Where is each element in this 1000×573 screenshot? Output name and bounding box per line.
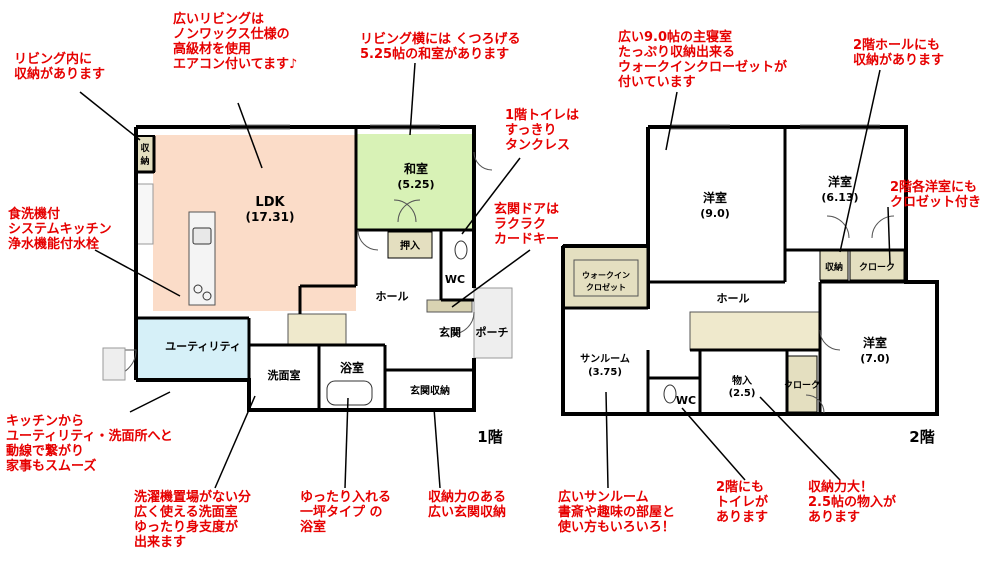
note-storage2: 収納力大！ 2.5帖の物入が あります [808, 480, 897, 525]
callout-lines [79, 62, 891, 489]
cloak1-label: クローク [859, 262, 895, 273]
outdoor-unit [102, 347, 126, 381]
yoshitsu-c-label: 洋室 [863, 335, 887, 350]
kitchen-stove-2 [202, 291, 212, 301]
porch-label: ポーチ [476, 325, 509, 339]
sunroom-label: サンルーム [580, 353, 630, 365]
note-hall2: 2階ホールにも 収納があります [853, 38, 945, 68]
shuno2-label: 収納 [825, 261, 843, 273]
genkan-storage-label: 玄関収納 [410, 384, 450, 397]
yoshitsu-main-label: 洋室 [703, 190, 727, 205]
senmen-label: 洗面室 [268, 368, 301, 382]
porch-area [473, 287, 513, 359]
bathtub [326, 380, 373, 406]
ldk-area [153, 135, 356, 311]
cloak1-area [849, 249, 905, 281]
monoire-size: (2.5) [729, 388, 756, 399]
utility-area [136, 318, 249, 380]
note-door: 玄関ドアは ラクラク カードキー [494, 202, 560, 247]
walkin-inner [573, 259, 639, 297]
shuno-label-b: 納 [140, 155, 149, 167]
oshiire-area [387, 231, 433, 259]
walkin-label-2: クロゼット [586, 282, 626, 292]
fridge [136, 183, 154, 245]
stairs2-area [689, 311, 821, 351]
sunroom-size: (3.75) [588, 367, 622, 378]
hall1-label: ホール [376, 290, 409, 303]
cloak2-label: クローク [784, 380, 820, 391]
note-flooring: 広いリビングは ノンワックス仕様の 高級材を使用 エアコン付いてます♪ [173, 12, 298, 72]
yoshitsu-b-size: (6.13) [821, 191, 858, 204]
floor1-label: 1階 [477, 428, 502, 446]
utility-label: ユーティリティ [165, 340, 241, 353]
note-toilet1: 1階トイレは すっきり タンクレス [505, 108, 580, 153]
yokushitsu-label: 浴室 [340, 360, 364, 375]
note-master: 広い9.0帖の主寝室 たっぷり収納出来る ウォークインクローゼットが 付いていま… [618, 30, 788, 90]
note-flow: キッチンから ユーティリティ・洗面所へと 動線で繋がり 家事もスムーズ [6, 414, 173, 474]
genkan-storage-area [385, 370, 474, 410]
note-sunroom: 広いサンルーム 書斎や趣味の部屋と 使い方もいろいろ！ [558, 490, 676, 535]
wc2-label: WC [676, 394, 696, 407]
note-living-storage: リビング内に 収納があります [14, 52, 106, 82]
stairs1-area [287, 313, 347, 345]
monoire-label: 物入 [732, 374, 752, 387]
yoshitsu-main-size: (9.0) [700, 207, 730, 220]
floor2-plan: 洋室 (9.0) 洋室 (6.13) ウォークイン クロゼット 収納 クローク … [561, 124, 939, 446]
note-toilet2: 2階にも トイレが あります [716, 480, 769, 525]
shuno-label-a: 収 [140, 142, 150, 154]
note-closets2: 2階各洋室にも クロゼット付き [890, 180, 982, 210]
ldk-label: LDK [255, 195, 285, 210]
ldk-size: (17.31) [246, 210, 295, 224]
toilet2-fixture [663, 384, 677, 404]
walkin-label-1: ウォークイン [582, 270, 630, 280]
yoshitsu-b-label: 洋室 [828, 174, 852, 189]
wc1-label: WC [445, 273, 465, 286]
entrance-step [426, 299, 473, 313]
note-bath: ゆったり入れる 一坪タイプ の 浴室 [300, 490, 392, 535]
toilet1-fixture [454, 240, 468, 260]
floor1-plan: LDK (17.31) 和室 (5.25) 押入 WC ホール 玄関 ポーチ ユ… [102, 124, 513, 446]
note-washroom: 洗濯機置場がない分 広く使える洗面室 ゆったり身支度が 出来ます [134, 490, 252, 550]
genkan-label: 玄関 [439, 325, 461, 339]
note-entrance-storage: 収納力のある 広い玄関収納 [428, 490, 507, 520]
note-kitchen: 食洗機付 システムキッチン 浄水機能付水栓 [8, 207, 112, 252]
washitsu-size: (5.25) [397, 178, 434, 191]
washitsu-label: 和室 [403, 161, 428, 176]
floor2-label: 2階 [909, 428, 934, 446]
note-washitsu: リビング横には くつろげる 5.25帖の和室があります [360, 32, 521, 62]
kitchen-stove-1 [193, 284, 203, 294]
kitchen-sink [192, 227, 212, 245]
oshiire-label: 押入 [400, 239, 420, 252]
hall2-label: ホール [717, 292, 750, 305]
yoshitsu-c-size: (7.0) [860, 352, 890, 365]
